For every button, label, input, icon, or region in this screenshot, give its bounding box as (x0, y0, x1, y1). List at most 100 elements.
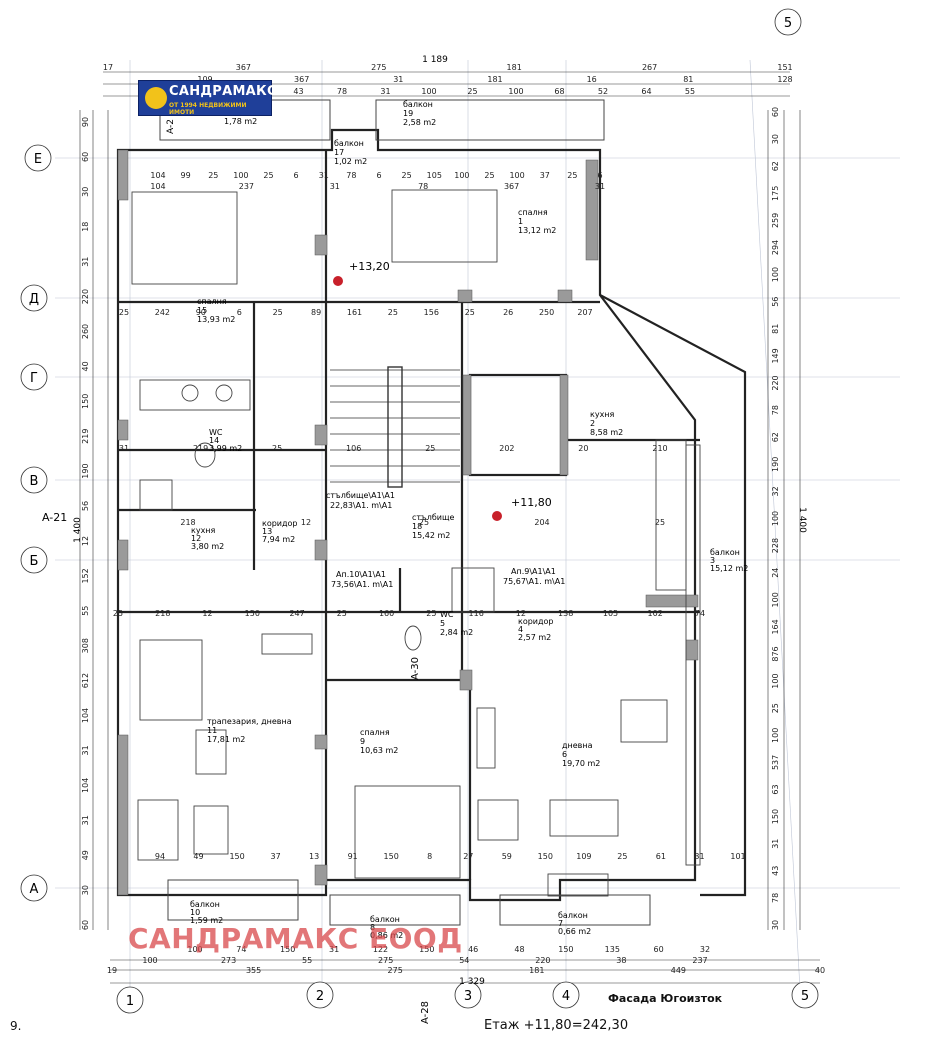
section-mark-a2: A-2 (166, 119, 176, 134)
dimension-value: 78 (771, 893, 780, 903)
room-num: 1 (518, 217, 523, 226)
overall-dim-top: 1 189 (422, 55, 448, 65)
dimension-value: 31 (81, 815, 90, 825)
dimension-value: 55 (81, 606, 90, 616)
dimension-value: 100 (187, 945, 202, 954)
room-labels: балкон 19 2,58 m2 балкон 17 1,02 m2 1,78… (190, 100, 748, 940)
dimension-value: 100 (509, 171, 524, 180)
axis-row-E: Е (34, 152, 42, 167)
room-name: балкон (558, 911, 588, 920)
room-area: 75,67\А1. m\А1 (503, 577, 565, 586)
dimension-value: 17 (103, 63, 113, 72)
room-name: спалня (197, 297, 227, 306)
dimension-value: 8 (427, 852, 432, 861)
dimension-value: 30 (771, 920, 780, 930)
dimension-value: 25 (771, 703, 780, 713)
dimension-value: 91 (348, 852, 358, 861)
room-area: 8,58 m2 (590, 428, 623, 437)
room-name: стълбище (412, 513, 454, 522)
dimension-value: 25 (484, 171, 494, 180)
dimension-value: 60 (654, 945, 664, 954)
dimension-value: 94 (155, 852, 165, 861)
room-name: Ап.9\А1\А1 (511, 567, 556, 576)
dimension-value: 20 (578, 444, 588, 453)
dimension-value: 152 (81, 568, 90, 583)
dimension-value: 160 (379, 609, 394, 618)
dimension-value: 308 (81, 638, 90, 653)
dimension-value: 135 (605, 945, 620, 954)
section-mark-a30: A-30 (410, 657, 421, 680)
logo-brand: САНДРАМАКС (169, 84, 277, 99)
dimension-value: 294 (771, 240, 780, 255)
dimension-value: 161 (347, 308, 362, 317)
dimension-value: 31 (329, 945, 339, 954)
dimension-value: 32 (700, 945, 710, 954)
dimension-value: 367 (504, 182, 519, 191)
dimension-value: 204 (534, 518, 549, 527)
room-area: 19,70 m2 (562, 759, 600, 768)
dimension-value: 355 (246, 966, 261, 975)
dimension-value: 150 (771, 809, 780, 824)
room-name: Ап.10\А1\А1 (336, 570, 386, 579)
dimension-value: 138 (558, 609, 573, 618)
structural-columns (117, 149, 699, 896)
dimension-value: 242 (155, 308, 170, 317)
dimension-value: 64 (641, 87, 651, 96)
dimension-value: 100 (771, 728, 780, 743)
dimension-value: 150 (384, 852, 399, 861)
dimension-value: 100 (508, 87, 523, 96)
axis-grid (55, 59, 900, 991)
dimension-value: 12 (516, 609, 526, 618)
dimension-value: 25 (388, 308, 398, 317)
dimension-value: 27 (463, 852, 473, 861)
dimension-value: 876 (771, 646, 780, 661)
dimension-value: 12 (81, 536, 90, 546)
room-area: 3,80 m2 (191, 542, 224, 551)
dimension-value: 62 (771, 432, 780, 442)
dimension-value: 220 (771, 375, 780, 390)
overall-dim-bottom: 1 329 (459, 977, 485, 987)
floor-summary: Етаж +11,80=242,30 (484, 1018, 629, 1033)
dimension-value: 202 (499, 444, 514, 453)
dimension-value: 25 (337, 609, 347, 618)
dimension-value: 612 (81, 673, 90, 688)
dimension-value: 81 (771, 324, 780, 334)
dimension-value: 164 (771, 619, 780, 634)
dimension-value: 25 (425, 444, 435, 453)
room-name: коридор (262, 519, 298, 528)
room-name: дневна (562, 741, 593, 750)
room-area: 22,83\А1. m\А1 (330, 501, 392, 510)
dimension-value: 55 (302, 956, 312, 965)
dimension-value: 100 (454, 171, 469, 180)
dimension-value: 31 (81, 745, 90, 755)
dimension-value: 228 (771, 538, 780, 553)
room-name: коридор (518, 617, 554, 626)
dimension-value: 100 (771, 267, 780, 282)
elevation-markers (333, 276, 502, 521)
room-area: 73,56\А1. m\А1 (331, 580, 393, 589)
room-name: кухня (590, 410, 615, 419)
dimension-value: 74 (236, 945, 246, 954)
room-area: 1,78 m2 (224, 117, 257, 126)
dimension-value: 54 (459, 956, 469, 965)
dimension-value: 18 (81, 222, 90, 232)
room-area: 1,02 m2 (334, 157, 367, 166)
dimension-value: 49 (81, 850, 90, 860)
room-name: балкон (710, 548, 740, 557)
dimension-value: 219 (81, 429, 90, 444)
dimension-value: 181 (529, 966, 544, 975)
dimension-value: 100 (142, 956, 157, 965)
axis-row-D: Д (29, 292, 39, 307)
dimension-value: 38 (616, 956, 626, 965)
room-num: 4 (518, 625, 523, 634)
dimension-value: 25 (419, 518, 429, 527)
dimension-value: 109 (197, 75, 212, 84)
axis-row-B: Б (30, 554, 39, 569)
room-area: 0,66 m2 (558, 927, 591, 936)
dimension-value: 275 (378, 956, 393, 965)
dimension-value: 104 (150, 182, 165, 191)
room-name: спалня (360, 728, 390, 737)
axis-col-5: 5 (801, 989, 809, 1004)
dimension-value: 30 (771, 134, 780, 144)
